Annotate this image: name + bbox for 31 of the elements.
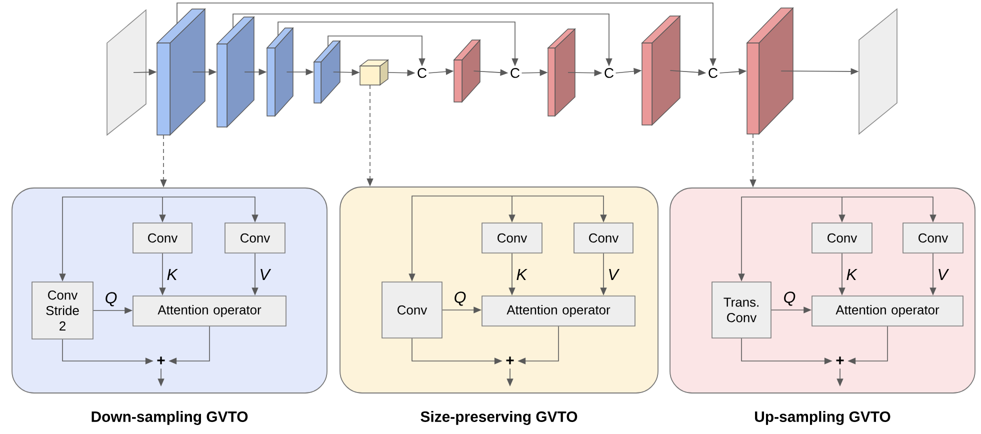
- process-box: Conv: [382, 282, 442, 338]
- concat-symbol: C: [418, 68, 427, 78]
- panel-title: Down-sampling GVTO: [92, 411, 248, 425]
- edge-label: K: [167, 269, 178, 280]
- edge-label: K: [846, 269, 858, 280]
- process-box: Trans. Conv: [712, 282, 772, 338]
- concat-symbol: C: [604, 68, 614, 78]
- edge-label: K: [516, 269, 528, 280]
- process-box: Conv: [132, 222, 192, 254]
- edge-label: Q: [784, 292, 796, 306]
- process-box: Attention operator: [482, 296, 636, 326]
- process-box: Conv Stride 2: [32, 282, 94, 340]
- panel-title: Size-preserving GVTO: [420, 411, 578, 425]
- plus-sign: +: [506, 356, 514, 364]
- edge-label: V: [609, 269, 620, 280]
- edge-label: V: [938, 269, 950, 280]
- panel-title: Up-sampling GVTO: [755, 411, 890, 425]
- edge-label: Q: [106, 292, 117, 306]
- edge-label: Q: [454, 292, 466, 306]
- process-box: Conv: [574, 222, 634, 254]
- process-box: Conv: [482, 222, 542, 254]
- plus-sign: +: [836, 356, 844, 364]
- process-box: Conv: [902, 222, 964, 254]
- process-box: Attention operator: [132, 296, 286, 326]
- process-box: Conv: [812, 222, 872, 254]
- plus-sign: +: [157, 356, 165, 364]
- concat-symbol: C: [510, 68, 520, 78]
- concat-symbol: C: [708, 68, 718, 78]
- process-box: Attention operator: [812, 296, 964, 326]
- edge-label: V: [260, 269, 272, 280]
- process-box: Conv: [224, 222, 286, 254]
